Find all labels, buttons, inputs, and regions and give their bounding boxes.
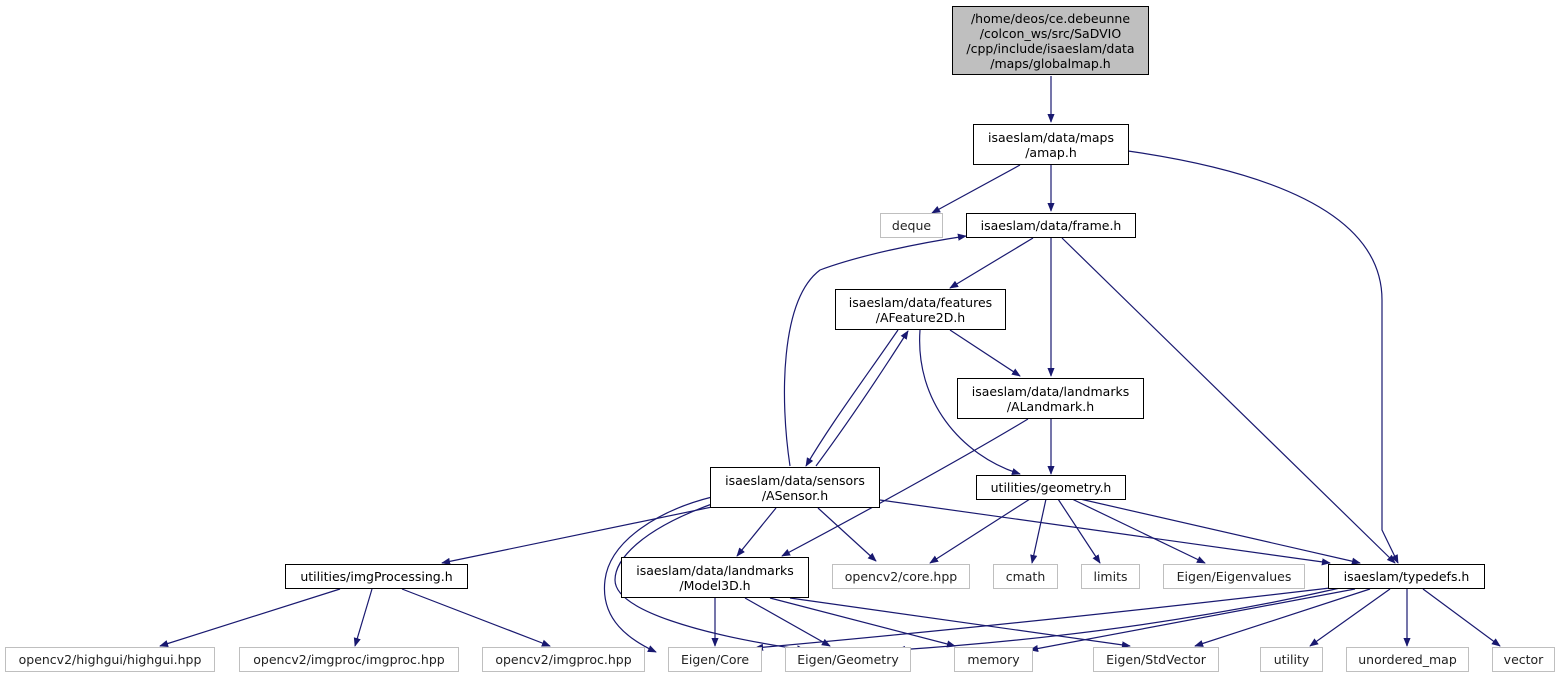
edge-amap-deque	[931, 164, 1021, 214]
edge-asensor-model3d	[736, 507, 777, 557]
edge-asensor-typedefs	[879, 499, 1331, 566]
edge-geometry-limits	[1057, 498, 1101, 564]
node-cmath[interactable]: cmath	[993, 564, 1058, 589]
edge-asensor-frame	[783, 233, 967, 467]
edge-typedefs-utility	[1309, 588, 1391, 647]
edge-frame-afeature	[949, 237, 1034, 289]
edge-geometry-cmath	[1030, 498, 1047, 564]
node-eigen-eigenvalues[interactable]: Eigen/Eigenvalues	[1163, 564, 1305, 589]
node-eigen-core[interactable]: Eigen/Core	[668, 647, 762, 672]
node-unordered-map[interactable]: unordered_map	[1346, 647, 1469, 672]
node-vector[interactable]: vector	[1492, 647, 1555, 672]
edge-asensor-cv-core	[817, 507, 877, 562]
node-globalmap-h[interactable]: /home/deos/ce.debeunne /colcon_ws/src/Sa…	[952, 6, 1149, 75]
edge-asensor-imgproc-util	[441, 506, 713, 565]
node-utility[interactable]: utility	[1260, 647, 1323, 672]
edge-afeature-geometry	[919, 329, 1021, 475]
edge-typedefs-eigen-geometry	[896, 587, 1341, 654]
edge-typedefs-stdvector	[1194, 588, 1371, 647]
node-afeature2d-h[interactable]: isaeslam/data/features /AFeature2D.h	[835, 289, 1006, 330]
node-typedefs-h[interactable]: isaeslam/typedefs.h	[1328, 564, 1485, 589]
node-frame-h[interactable]: isaeslam/data/frame.h	[966, 213, 1136, 238]
edge-alandmark-model3d	[781, 418, 1029, 557]
edge-model3d-eigen-geometry	[744, 597, 831, 647]
edge-amap-typedefs	[1127, 150, 1399, 564]
edge-asensor-eigen-geometry	[614, 503, 806, 653]
node-model3d-h[interactable]: isaeslam/data/landmarks /Model3D.h	[621, 557, 809, 598]
node-eigen-geometry[interactable]: Eigen/Geometry	[785, 647, 911, 672]
edge-asensor-eigen-core	[603, 496, 713, 653]
node-asensor-h[interactable]: isaeslam/data/sensors /ASensor.h	[710, 467, 880, 508]
edge-model3d-memory	[769, 597, 956, 648]
edge-geometry-typedefs	[1079, 498, 1361, 565]
edge-imgproc-util-imgproc-imgproc	[353, 588, 373, 647]
edge-typedefs-vector	[1422, 588, 1501, 647]
node-highgui-hpp[interactable]: opencv2/highgui/highgui.hpp	[5, 647, 215, 672]
node-limits[interactable]: limits	[1081, 564, 1140, 589]
edge-frame-typedefs	[1061, 237, 1396, 564]
node-alandmark-h[interactable]: isaeslam/data/landmarks /ALandmark.h	[957, 378, 1144, 419]
edge-afeature-alandmark	[949, 329, 1021, 377]
edge-geometry-cv-core	[929, 498, 1031, 564]
node-imgproc-hpp[interactable]: opencv2/imgproc.hpp	[482, 647, 645, 672]
edge-geometry-eigenvalues	[1071, 498, 1206, 564]
edge-model3d-stdvector	[789, 597, 1131, 649]
edge-afeature-asensor	[805, 329, 899, 467]
node-imgproc-imgproc-hpp[interactable]: opencv2/imgproc/imgproc.hpp	[239, 647, 459, 672]
edge-typedefs-eigen-core	[754, 587, 1331, 651]
node-imgprocessing-h[interactable]: utilities/imgProcessing.h	[285, 564, 468, 589]
edge-asensor-afeature	[815, 330, 909, 467]
node-eigen-stdvector[interactable]: Eigen/StdVector	[1093, 647, 1219, 672]
edge-imgproc-util-imgproc	[401, 588, 551, 647]
node-deque[interactable]: deque	[880, 213, 943, 238]
edge-imgproc-util-highgui	[159, 588, 341, 647]
edge-typedefs-memory	[1029, 588, 1356, 653]
node-memory[interactable]: memory	[954, 647, 1033, 672]
node-amap-h[interactable]: isaeslam/data/maps /amap.h	[973, 124, 1129, 165]
node-geometry-h[interactable]: utilities/geometry.h	[976, 475, 1126, 500]
node-opencv2-core-hpp[interactable]: opencv2/core.hpp	[832, 564, 970, 589]
